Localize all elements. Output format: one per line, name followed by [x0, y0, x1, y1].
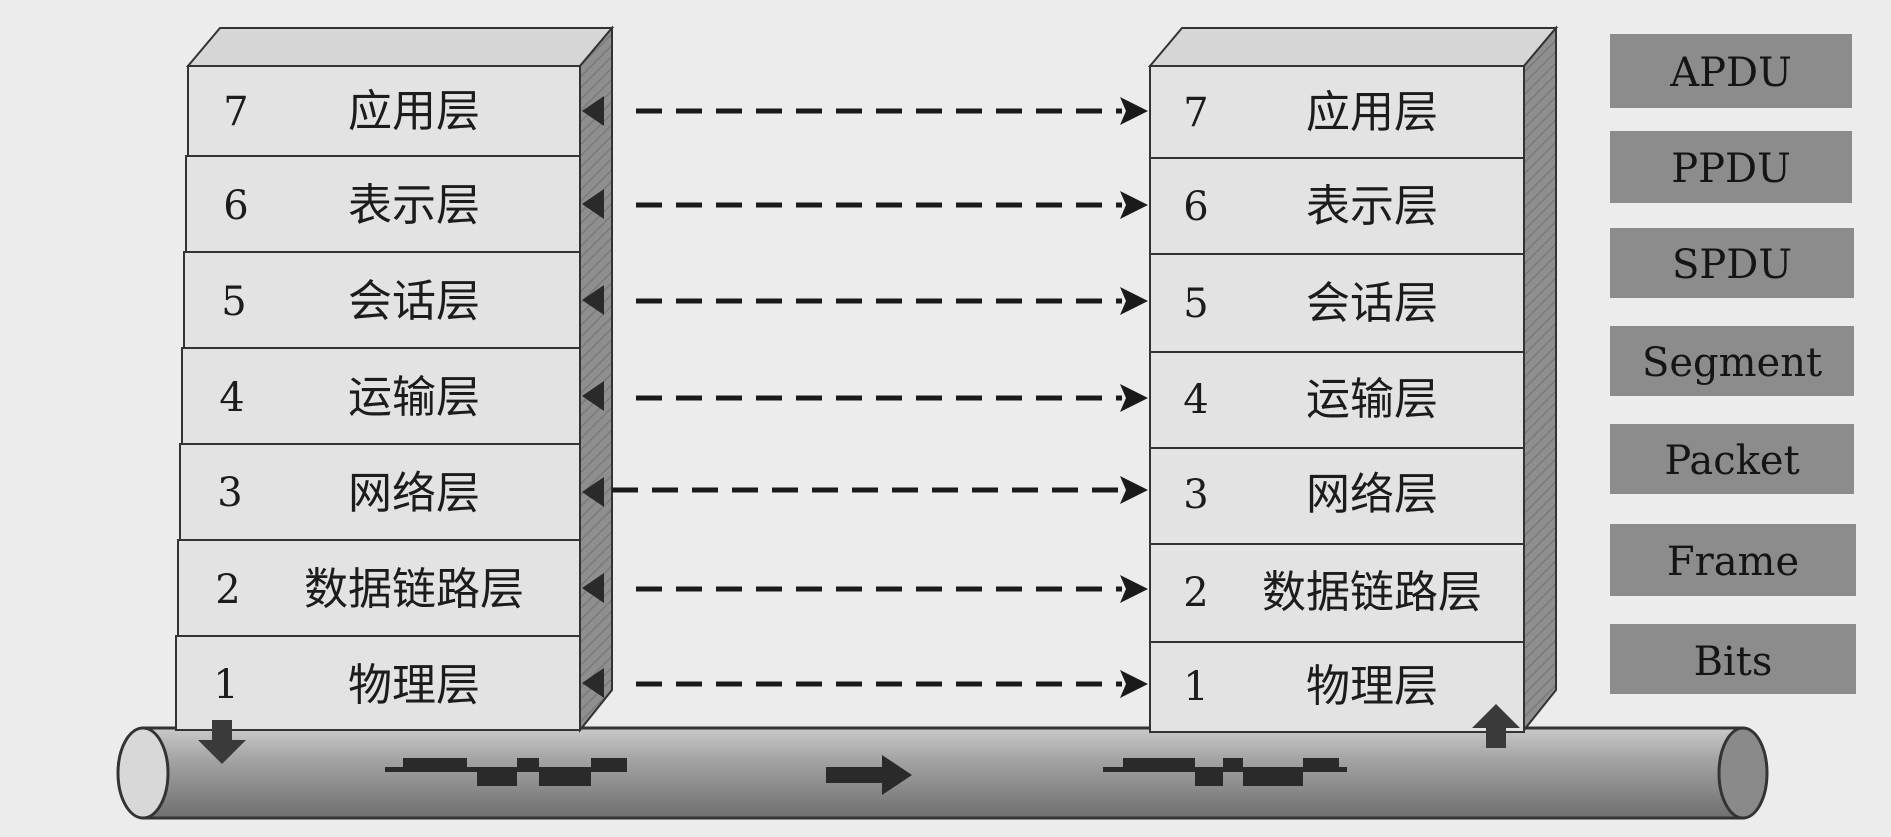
layer-name: 表示层: [1306, 181, 1438, 232]
layer-name: 网络层: [348, 468, 480, 519]
pdu-box-apdu: APDU: [1610, 34, 1852, 108]
stack-top-face: [1150, 28, 1556, 66]
pdu-label: Frame: [1667, 539, 1799, 585]
layer-name: 运输层: [1306, 374, 1438, 425]
layer-number: 3: [1183, 472, 1208, 518]
peer-arrow-3: [612, 476, 1148, 504]
layer-name: 网络层: [1306, 469, 1438, 520]
pdu-box-bits: Bits: [1610, 624, 1856, 694]
layer-name: 物理层: [348, 660, 480, 711]
pdu-label: APDU: [1669, 50, 1792, 96]
pdu-box-segment: Segment: [1610, 326, 1854, 396]
peer-arrow-7: [636, 97, 1148, 125]
layer-number: 5: [221, 279, 246, 325]
transmission-cable: [118, 728, 1767, 818]
layer-number: 2: [215, 567, 240, 613]
layer-name: 应用层: [348, 86, 480, 137]
peer-arrow-1: [636, 670, 1148, 698]
layer-name: 表示层: [348, 180, 480, 231]
pdu-legend: APDU PPDU SPDU Segment Packet Frame Bits: [1610, 34, 1856, 694]
layer-name: 数据链路层: [1262, 567, 1482, 618]
layer-name: 数据链路层: [304, 564, 524, 615]
layer-number: 4: [219, 375, 244, 421]
stack-side-face: [580, 28, 612, 730]
pdu-label: Packet: [1664, 438, 1799, 484]
layer-number: 7: [1183, 90, 1208, 136]
layer-number: 1: [213, 662, 238, 708]
pdu-box-ppdu: PPDU: [1610, 131, 1852, 203]
stack-side-face: [1524, 28, 1556, 730]
stack-top-face: [188, 28, 612, 66]
pdu-label: Segment: [1642, 340, 1822, 386]
pdu-label: PPDU: [1671, 146, 1791, 192]
pdu-label: SPDU: [1672, 242, 1792, 288]
peer-arrow-6: [636, 191, 1148, 219]
layer-number: 2: [1183, 570, 1208, 616]
peer-arrow-2: [636, 575, 1148, 603]
layer-number: 6: [1183, 184, 1208, 230]
pdu-label: Bits: [1694, 639, 1773, 685]
layer-name: 会话层: [1306, 278, 1438, 329]
pdu-box-frame: Frame: [1610, 524, 1856, 596]
layer-number: 1: [1183, 664, 1208, 710]
peer-arrow-4: [636, 384, 1148, 412]
layer-number: 5: [1183, 281, 1208, 327]
pdu-box-spdu: SPDU: [1610, 228, 1854, 298]
layer-number: 4: [1183, 377, 1208, 423]
layer-name: 运输层: [348, 372, 480, 423]
pdu-box-packet: Packet: [1610, 424, 1854, 494]
layer-number: 3: [217, 470, 242, 516]
layer-name: 物理层: [1306, 661, 1438, 712]
peer-arrow-5: [636, 287, 1148, 315]
layer-number: 6: [223, 183, 248, 229]
layer-name: 会话层: [348, 276, 480, 327]
layer-name: 应用层: [1306, 87, 1438, 138]
layer-number: 7: [223, 89, 248, 135]
peer-arrows: [612, 97, 1148, 698]
